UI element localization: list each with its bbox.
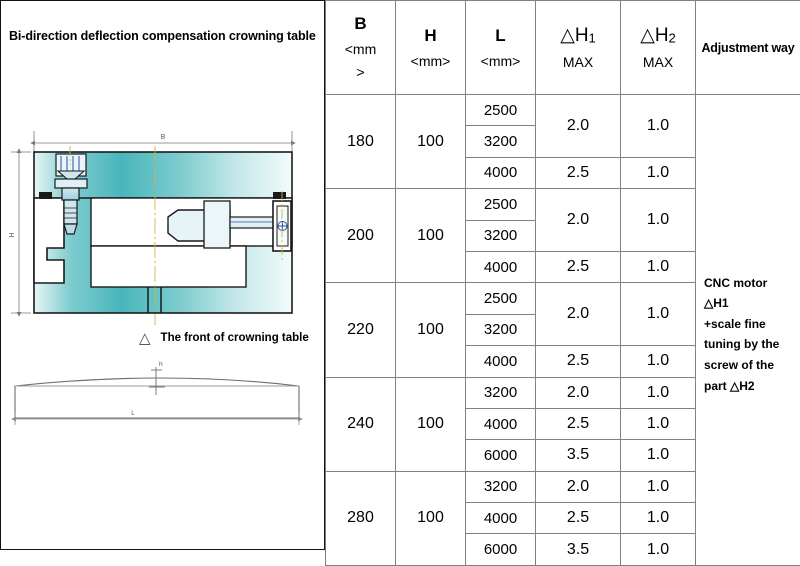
- drawing-title: Bi-direction deflection compensation cro…: [9, 29, 316, 43]
- header-cell-l: L <mm>: [466, 1, 536, 95]
- cell-delta-h2-value: 1.0: [621, 157, 696, 188]
- cell-b-value: 240: [326, 377, 396, 471]
- cell-delta-h1-value: 3.5: [536, 440, 621, 471]
- cell-b-value: 220: [326, 283, 396, 377]
- header-cell-b: B <mm >: [326, 1, 396, 95]
- header-b-unit-line2: >: [356, 65, 364, 80]
- cell-l-value: 4000: [466, 408, 536, 439]
- header-delta-h1-max: MAX: [563, 55, 593, 70]
- cell-delta-h2-value: 1.0: [621, 408, 696, 439]
- adjustment-way-line: CNC motor △H1: [704, 273, 794, 314]
- spec-sheet: Bi-direction deflection compensation cro…: [0, 0, 800, 550]
- cell-delta-h2-value: 1.0: [621, 95, 696, 158]
- header-adjustment-way-label: Adjustment way: [701, 41, 794, 55]
- header-delta-h1-symbol: △H1: [560, 26, 596, 46]
- section-caption: △ The front of crowning table: [139, 326, 329, 350]
- cell-l-value: 3200: [466, 377, 536, 408]
- cell-l-value: 4000: [466, 157, 536, 188]
- header-row: B <mm > H <mm>: [326, 1, 800, 95]
- cell-delta-h2-value: 1.0: [621, 503, 696, 534]
- cell-b-value: 280: [326, 471, 396, 565]
- cell-l-value: 2500: [466, 189, 536, 220]
- cell-delta-h1-value: 2.5: [536, 251, 621, 282]
- crowning-table-section-drawing: B H: [1, 113, 326, 338]
- cell-l-value: 4000: [466, 346, 536, 377]
- header-cell-delta-h2: △H2 MAX: [621, 1, 696, 95]
- header-l-unit: <mm>: [481, 54, 521, 69]
- header-cell-delta-h1: △H1 MAX: [536, 1, 621, 95]
- cell-delta-h1-value: 2.5: [536, 157, 621, 188]
- cell-l-value: 3200: [466, 471, 536, 502]
- cell-l-value: 6000: [466, 440, 536, 471]
- table-header: B <mm > H <mm>: [326, 1, 800, 95]
- cell-l-value: 2500: [466, 283, 536, 314]
- t-slot-profile: [34, 198, 64, 283]
- dimension-h-label: H: [9, 232, 16, 237]
- cell-delta-h2-value: 1.0: [621, 189, 696, 252]
- cell-l-value: 2500: [466, 95, 536, 126]
- crowned-bar-body: [15, 378, 299, 418]
- crown-profile-drawing: h L: [1, 353, 326, 448]
- cell-delta-h2-value: 1.0: [621, 346, 696, 377]
- cell-l-value: 3200: [466, 314, 536, 345]
- cell-h-value: 100: [396, 283, 466, 377]
- cell-h-value: 100: [396, 377, 466, 471]
- header-cell-h: H <mm>: [396, 1, 466, 95]
- header-b-unit-line1: <mm: [345, 42, 377, 57]
- cell-delta-h1-value: 2.5: [536, 503, 621, 534]
- header-h-symbol: H: [424, 27, 436, 45]
- cell-delta-h1-value: 2.0: [536, 189, 621, 252]
- adjustment-way-line: tuning by the: [704, 334, 794, 355]
- cell-h-value: 100: [396, 95, 466, 189]
- cell-h-value: 100: [396, 471, 466, 565]
- cell-delta-h2-value: 1.0: [621, 251, 696, 282]
- cell-b-value: 180: [326, 95, 396, 189]
- cell-delta-h2-value: 1.0: [621, 377, 696, 408]
- header-l-symbol: L: [495, 27, 505, 45]
- adjustment-way-line: part △H2: [704, 376, 794, 397]
- crowning-spec-table: B <mm > H <mm>: [325, 0, 800, 566]
- triangle-icon: △: [139, 331, 151, 346]
- cell-delta-h2-value: 1.0: [621, 440, 696, 471]
- cell-l-value: 4000: [466, 503, 536, 534]
- header-b-symbol: B: [354, 15, 366, 33]
- cell-h-value: 100: [396, 189, 466, 283]
- header-delta-h2-symbol: △H2: [640, 26, 676, 46]
- cell-delta-h1-value: 2.5: [536, 346, 621, 377]
- cell-b-value: 200: [326, 189, 396, 283]
- adjustment-way-line: screw of the: [704, 355, 794, 376]
- spec-table-container: B <mm > H <mm>: [325, 0, 800, 550]
- cell-delta-h1-value: 2.0: [536, 471, 621, 502]
- cell-delta-h2-value: 1.0: [621, 471, 696, 502]
- cell-delta-h1-value: 2.0: [536, 283, 621, 346]
- cell-delta-h1-value: 2.5: [536, 408, 621, 439]
- cell-l-value: 3200: [466, 220, 536, 251]
- cell-delta-h1-value: 2.0: [536, 95, 621, 158]
- header-delta-h2-max: MAX: [643, 55, 673, 70]
- cell-l-value: 4000: [466, 251, 536, 282]
- cell-delta-h2-value: 1.0: [621, 283, 696, 346]
- dimension-h-small-label: h: [159, 361, 163, 368]
- header-h-unit: <mm>: [411, 54, 451, 69]
- dimension-b-label: B: [161, 134, 166, 141]
- section-caption-label: The front of crowning table: [161, 332, 309, 344]
- adjustment-way-line: +scale fine: [704, 314, 794, 335]
- cell-l-value: 3200: [466, 126, 536, 157]
- dimension-l-label: L: [131, 410, 135, 417]
- cell-delta-h1-value: 2.0: [536, 377, 621, 408]
- drawing-panel: Bi-direction deflection compensation cro…: [0, 0, 325, 550]
- header-cell-adjustment-way: Adjustment way: [696, 1, 800, 95]
